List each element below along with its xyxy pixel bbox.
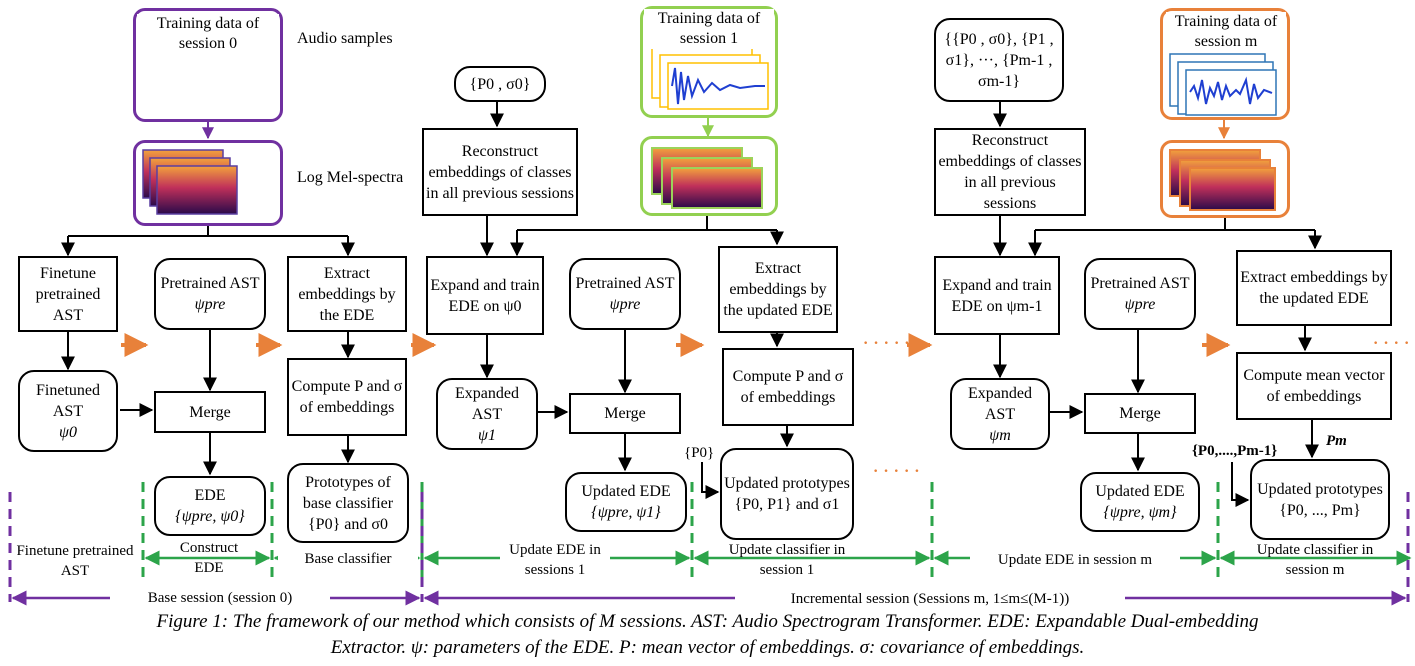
training-data-frame-sessionm: [1160, 8, 1290, 120]
extract-embeddings-box-session1: Extract embeddings by the updated EDE: [718, 246, 838, 333]
section-construct-label: Construct EDE: [179, 540, 239, 576]
p0-label: {P0}: [684, 445, 715, 461]
audio-samples-label: Audio samples: [297, 30, 393, 47]
compute-mean-box-sessionm: Compute mean vector of embeddings: [1236, 352, 1392, 420]
pretrained-ast-box-session1: Pretrained AST ψpre: [569, 258, 681, 330]
updated-ede-box-session1: Updated EDE {ψpre, ψ1}: [565, 472, 687, 532]
melspec-frame-session0: [133, 140, 283, 226]
updated-prototypes-box-sessionm: Updated prototypes {P0, ..., Pm}: [1250, 459, 1390, 540]
training-title-session0: Training data of session 0: [137, 14, 279, 54]
section-update-ede-1-label: Update EDE in sessions 1: [500, 540, 610, 580]
merge-box-base: Merge: [154, 391, 266, 433]
melspec-stack-sessionm: [1169, 149, 1276, 211]
prototypes-base-classifier-box: Prototypes of base classifier {P0} and σ…: [287, 463, 409, 543]
merge-box-sessionm: Merge: [1084, 393, 1196, 434]
section-update-classifier-1-label: Update classifier in session 1: [728, 542, 846, 578]
figure-caption-line2: Extractor. ψ: parameters of the EDE. P: …: [330, 637, 1085, 658]
training-title-session1: Training data of session 1: [644, 9, 774, 49]
training-title-sessionm: Training data of session m: [1166, 12, 1286, 52]
figure-caption-line1: Figure 1: The framework of our method wh…: [156, 611, 1259, 632]
ellipsis-flow: ·····: [862, 330, 914, 355]
incremental-session-label: Incremental session (Sessions m, 1≤m≤(M-…: [735, 589, 1125, 609]
expanded-ast-box-session1: Expanded AST ψ1: [436, 378, 538, 450]
melspec-frame-session1: [640, 136, 778, 216]
expand-train-ede-box-sessionm: Expand and train EDE on ψm-1: [934, 256, 1060, 335]
updated-prototypes-box-session1: Updated prototypes {P0, P1} and σ1: [720, 448, 854, 540]
compute-p-sigma-box-session1: Compute P and σ of embeddings: [722, 348, 854, 426]
waveform-stack-sessionm: [1169, 53, 1277, 116]
plist-label: {P0,....,Pm-1}: [1192, 443, 1278, 459]
pm-label: Pm: [1326, 433, 1347, 449]
finetune-pretrained-ast-box: Finetune pretrained AST: [18, 256, 118, 332]
section-update-ede-m-label: Update EDE in session m: [970, 550, 1180, 570]
updated-ede-box-sessionm: Updated EDE {ψpre, ψm}: [1080, 472, 1200, 532]
section-base-classifier-label: Base classifier: [278, 549, 418, 569]
melspec-stack-session1: [651, 147, 763, 209]
expanded-ast-box-sessionm: Expanded AST ψm: [950, 378, 1050, 450]
melspec-frame-sessionm: [1160, 140, 1290, 218]
reconstruct-box-session1: Reconstruct embeddings of classes in all…: [422, 128, 578, 216]
training-data-frame-session1: [640, 6, 778, 118]
waveform-stack-session1: [651, 45, 769, 110]
memory-box-sessionm: {{P0 , σ0}, {P1 , σ1}, ···, {Pm-1 , σm-1…: [934, 18, 1064, 102]
section-update-classifier-m-label: Update classifier in session m: [1256, 542, 1374, 578]
expand-train-ede-box-session1: Expand and train EDE on ψ0: [426, 256, 544, 335]
section-finetune-label: Finetune pretrained AST: [16, 543, 134, 579]
base-session-label: Base session (session 0): [110, 588, 330, 608]
melspec-stack-session0: [142, 149, 238, 215]
extract-embeddings-box-base: Extract embeddings by the EDE: [287, 256, 407, 332]
ede-box-base: EDE {ψpre, ψ0}: [154, 476, 266, 536]
extract-embeddings-box-sessionm: Extract embeddings by the updated EDE: [1236, 250, 1392, 326]
finetuned-ast-box: Finetuned AST ψ0: [18, 370, 118, 452]
merge-box-session1: Merge: [569, 393, 681, 434]
ellipsis-right: ·····: [1372, 330, 1415, 355]
reconstruct-box-sessionm: Reconstruct embeddings of classes in all…: [934, 128, 1086, 216]
ellipsis-prototypes: ·····: [872, 458, 924, 483]
pretrained-ast-box-sessionm: Pretrained AST ψpre: [1084, 258, 1196, 330]
memory-box-session1: {P0 , σ0}: [454, 66, 546, 102]
log-mel-spectra-label: Log Mel-spectra: [297, 169, 404, 186]
pretrained-ast-box-base: Pretrained AST ψpre: [154, 258, 266, 330]
compute-p-sigma-box-base: Compute P and σ of embeddings: [287, 358, 407, 436]
